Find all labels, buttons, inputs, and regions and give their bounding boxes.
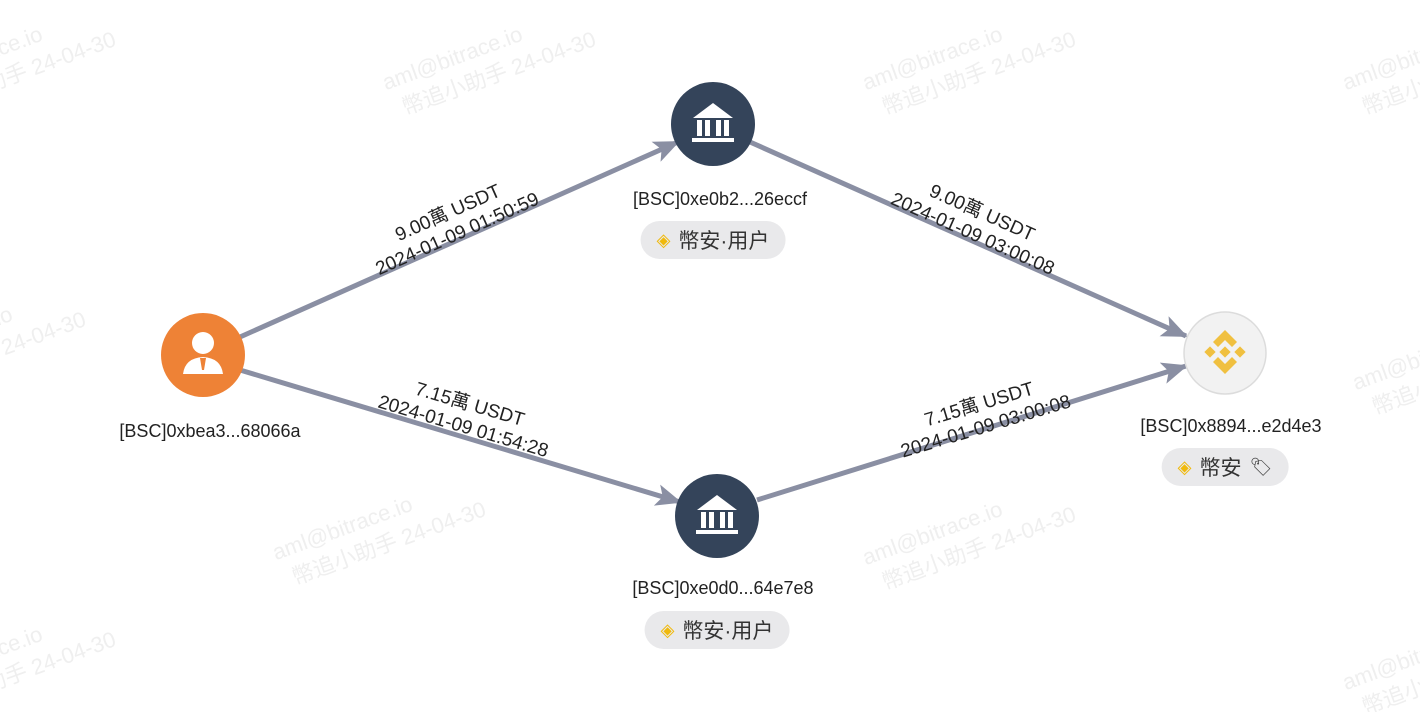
edge-label-source-bottom: 7.15萬 USDT 2024-01-09 01:54:28 <box>376 378 551 462</box>
node-source[interactable] <box>161 313 245 397</box>
node-target-address[interactable]: [BSC]0x8894...e2d4e3 <box>1140 416 1322 436</box>
node-bottom-tag[interactable]: ◈ 幣安·用户 <box>644 611 790 649</box>
tag-label: 幣安·用户 <box>678 230 770 253</box>
binance-icon: ◈ <box>1177 456 1192 477</box>
edge-top-target[interactable] <box>748 139 1188 339</box>
binance-icon <box>1204 330 1246 374</box>
tag-label: 幣安 <box>1199 457 1242 480</box>
edge-bottom-target[interactable] <box>756 362 1188 503</box>
node-source-address[interactable]: [BSC]0xbea3...68066a <box>119 421 301 441</box>
bank-icon <box>692 103 734 142</box>
node-bottom[interactable] <box>675 474 759 558</box>
bank-icon <box>696 495 738 534</box>
node-bottom-address[interactable]: [BSC]0xe0d0...64e7e8 <box>632 578 814 598</box>
edge-source-bottom[interactable] <box>239 367 682 506</box>
node-top-address[interactable]: [BSC]0xe0b2...26eccf <box>632 189 808 209</box>
edge-label-top-target: 9.00萬 USDT 2024-01-09 03:00:08 <box>888 180 1058 280</box>
node-top-tag[interactable]: ◈ 幣安·用户 <box>640 221 786 259</box>
tag-icon[interactable]: 🏷︎ <box>1249 456 1273 477</box>
node-target[interactable] <box>1183 311 1267 395</box>
edge-label-source-top: 9.00萬 USDT 2024-01-09 01:50:59 <box>373 180 543 280</box>
user-icon <box>183 332 223 374</box>
binance-user-icon: ◈ <box>656 229 671 250</box>
tag-label: 幣安·用户 <box>682 620 774 643</box>
node-top[interactable] <box>671 82 755 166</box>
edge-label-bottom-target: 7.15萬 USDT 2024-01-09 03:00:08 <box>898 377 1073 462</box>
edge-source-top[interactable] <box>238 139 680 340</box>
node-target-tag[interactable]: ◈ 幣安 🏷︎ <box>1161 448 1289 486</box>
binance-user-icon: ◈ <box>660 619 675 640</box>
